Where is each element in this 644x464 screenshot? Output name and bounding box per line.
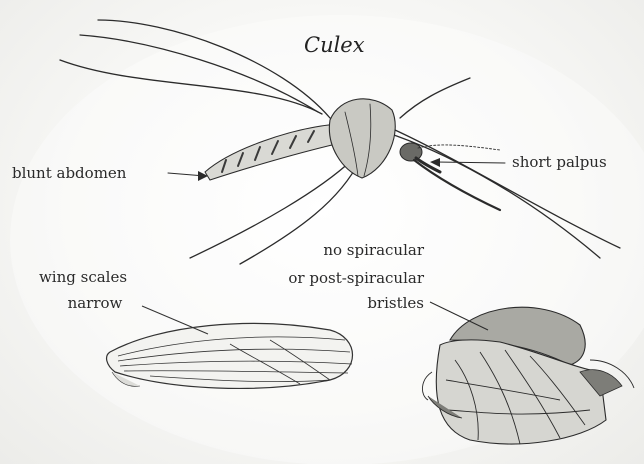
label-spiracular-line1: no spiracular [300, 241, 424, 260]
label-blunt-abdomen: blunt abdomen [12, 164, 126, 183]
label-spiracular-line3: bristles [330, 294, 424, 313]
label-wing-line2: narrow [40, 294, 150, 313]
diagram-title: Culex [304, 36, 365, 55]
label-spiracular-line2: or post-spiracular [282, 269, 424, 288]
label-short-palpus: short palpus [512, 153, 607, 172]
label-wing-line1: wing scales [28, 268, 138, 287]
